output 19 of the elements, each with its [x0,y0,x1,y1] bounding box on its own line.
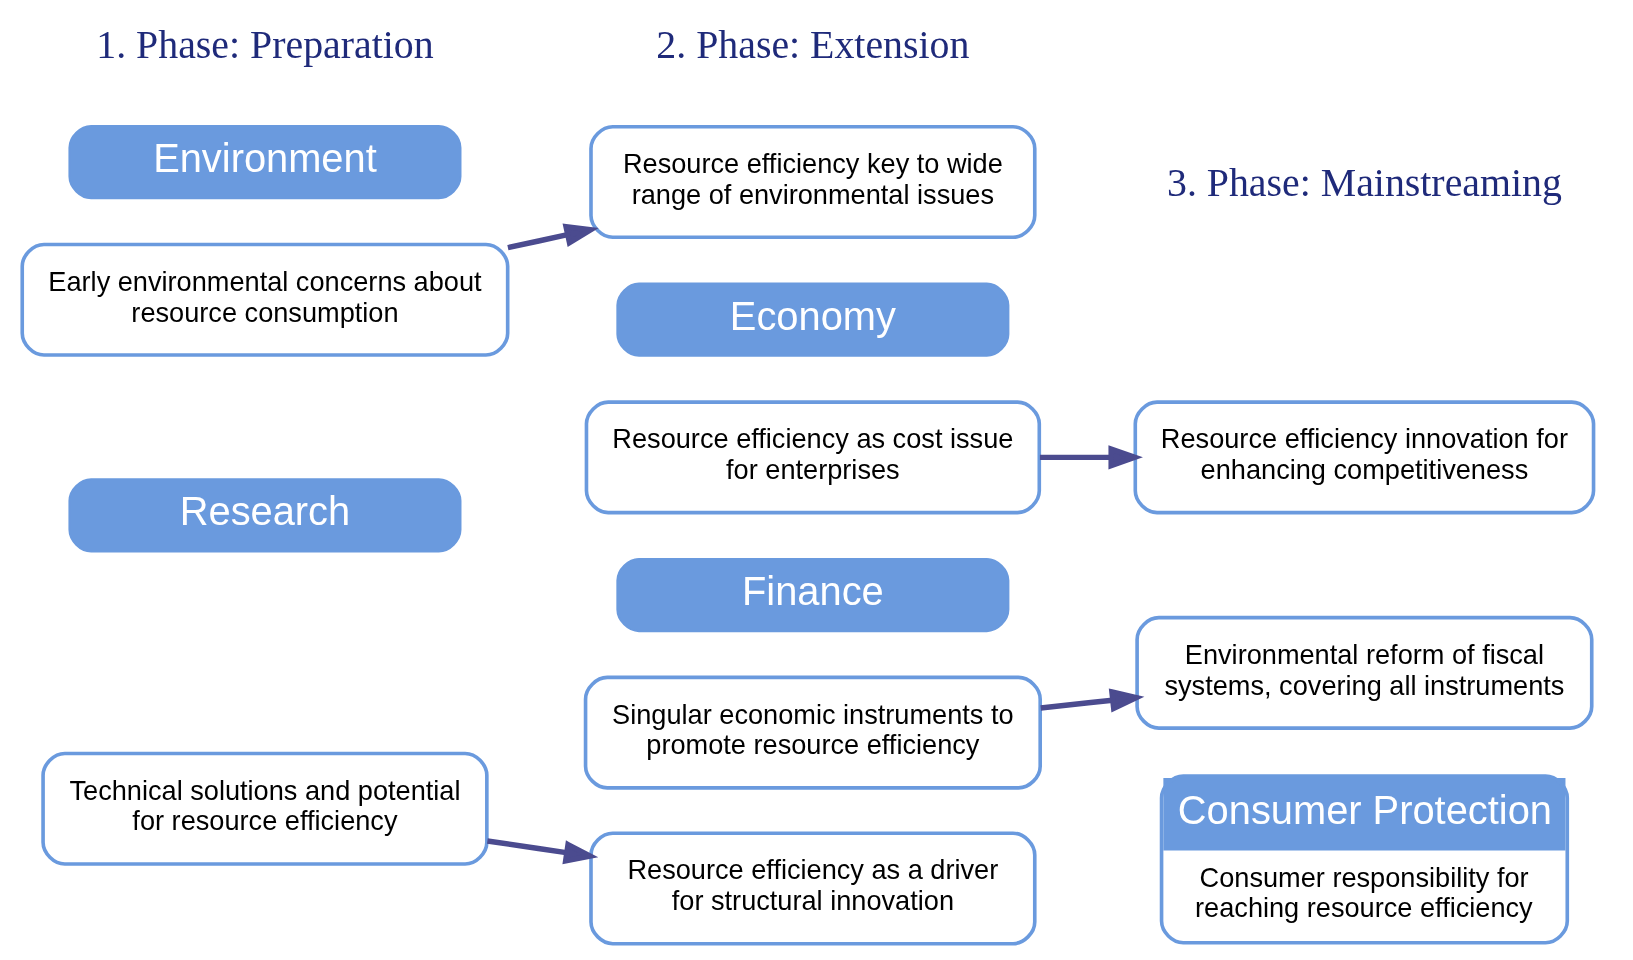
node-box: Early environmental concerns about resource consumption [20,242,510,357]
node-box: Finance [616,557,1010,633]
node-box: Resource efficiency innovation for enhancing competitiveness [1133,400,1596,515]
node-box: Environmental reform of fiscal systems, covering all instruments [1135,615,1594,730]
label: 1. Phase: Preparation [96,22,434,68]
node-box: Technical solutions and potential for resource efficiency [41,751,489,866]
node-box: Resource efficiency as a driver for structural innovation [589,831,1037,946]
node-box: Resource efficiency key to wide range of environmental issues [589,125,1037,240]
arrow [1039,445,1143,470]
node-box: Singular economic instruments to promote resource efficiency [583,675,1042,790]
node-box: Resource efficiency as cost issue for enterprises [584,400,1042,515]
node-box: Research [68,478,462,553]
node-box: Environment [68,125,462,200]
label: 2. Phase: Extension [656,22,970,68]
label: 3. Phase: Mainstreaming [1166,159,1562,205]
node-box: Economy [616,282,1010,357]
arrow [487,838,599,865]
arrow [507,223,599,251]
arrow [1040,688,1145,713]
